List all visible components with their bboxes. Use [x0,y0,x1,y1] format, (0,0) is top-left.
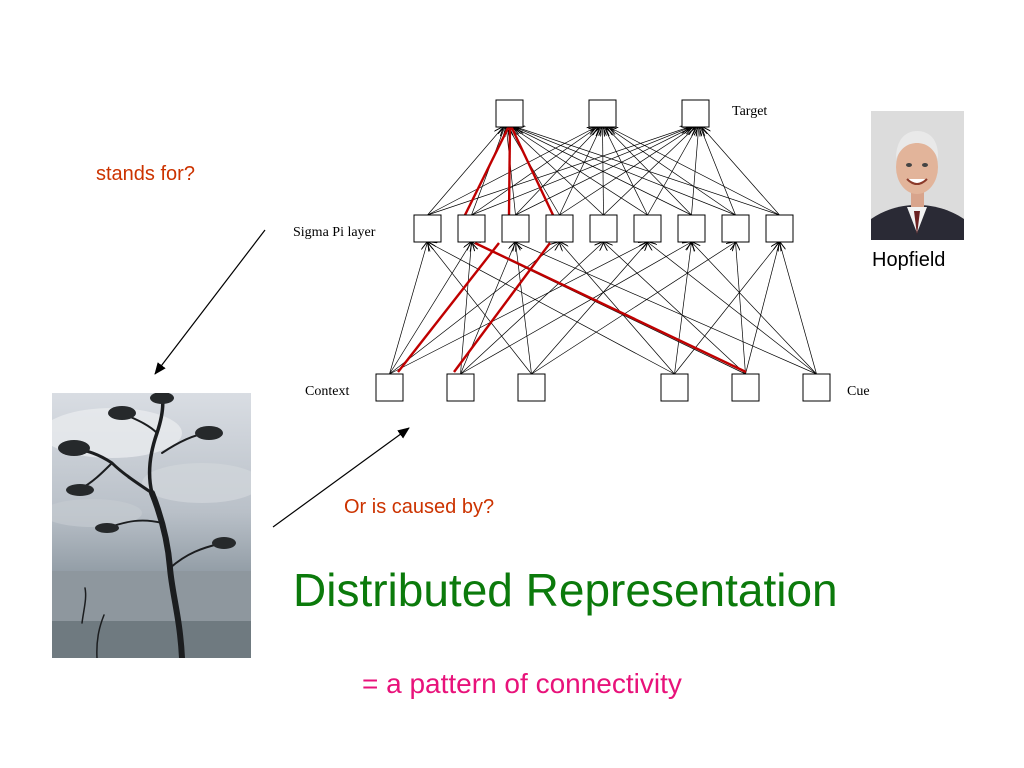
input-sigma-connection [460,242,516,375]
sigma-target-connection [516,127,780,216]
sigma-target-connection [471,127,691,216]
sigma-target-connection [647,127,698,216]
context-node [446,373,475,402]
input-sigma-connection [460,242,472,375]
tree-photo [52,393,251,658]
sigma-target-connection [603,127,604,216]
sigma-target-connection [510,127,604,216]
input-sigma-connection [389,242,472,375]
input-sigma-connection [648,242,817,375]
target-node [588,99,617,128]
highlighted-connection [474,241,747,374]
highlighted-connection [463,123,512,216]
input-sigma-connection [745,242,780,375]
input-sigma-connection [780,242,817,375]
connection-lines [389,123,817,375]
input-sigma-connection [428,242,532,375]
target-label: Target [732,104,767,119]
input-sigma-connection [531,242,648,375]
input-sigma-connection [389,242,428,375]
input-sigma-connection [692,242,817,375]
target-node [681,99,710,128]
input-sigma-connection [674,242,780,375]
sigma-target-connection [514,127,736,216]
sigma-target-connection [471,127,598,216]
sigma-target-connection [471,127,505,216]
hopfield-caption: Hopfield [872,249,946,271]
hopfield-portrait [871,111,964,240]
sigma-target-connection [700,127,736,216]
caused-by-arrow [272,427,410,528]
stands-for-question: stands for? [96,163,195,185]
highlighted-connection [508,123,555,216]
context-node [375,373,404,402]
input-sigma-connection [389,242,560,375]
sigma-pi-node [545,214,574,243]
sigma-target-connection [427,127,597,216]
sigma-pi-node [501,214,530,243]
input-sigma-connection [560,242,675,375]
context-label: Context [305,384,349,399]
input-sigma-connection [604,242,746,375]
highlighted-connection [453,242,551,373]
sigma-target-connection [515,127,600,216]
cue-label: Cue [847,384,870,399]
input-sigma-connection [736,242,746,375]
sigma-target-connection [515,127,693,216]
sigma-target-connection [607,127,736,216]
sigma-pi-node [413,214,442,243]
stands-for-arrow [154,229,266,375]
input-sigma-connection [460,242,604,375]
target-node [495,99,524,128]
sigma-target-connection [691,127,699,216]
sigma-target-connection [511,127,648,216]
sigma-pi-node [457,214,486,243]
sigma-pi-node [677,214,706,243]
sigma-target-connection [506,127,516,216]
highlighted-connection [507,123,512,216]
sigma-target-connection [609,127,780,216]
highlighted-connection [397,242,500,373]
input-sigma-connection [389,242,648,375]
cue-node [802,373,831,402]
cue-node [731,373,760,402]
caused-by-question: Or is caused by? [344,496,495,518]
sigma-pi-node [633,214,662,243]
network-nodes [375,99,831,402]
context-node [517,373,546,402]
slide-subtitle: = a pattern of connectivity [362,668,682,699]
sigma-pi-node [589,214,618,243]
sigma-pi-node [765,214,794,243]
input-sigma-connection [531,242,736,375]
sigma-target-connection [603,127,696,216]
input-sigma-connection [428,242,675,375]
sigma-target-connection [559,127,601,216]
sigma-target-connection [508,127,560,216]
cue-node [660,373,689,402]
sigma-target-connection [513,127,692,216]
slide-title: Distributed Representation [293,564,838,616]
sigma-target-connection [427,127,504,216]
input-sigma-connection [460,242,692,375]
sigma-pi-label: Sigma Pi layer [293,225,376,240]
input-sigma-connection [674,242,692,375]
sigma-target-connection [702,127,780,216]
sigma-pi-node [721,214,750,243]
sigma-target-connection [559,127,694,216]
input-sigma-connection [516,242,817,375]
